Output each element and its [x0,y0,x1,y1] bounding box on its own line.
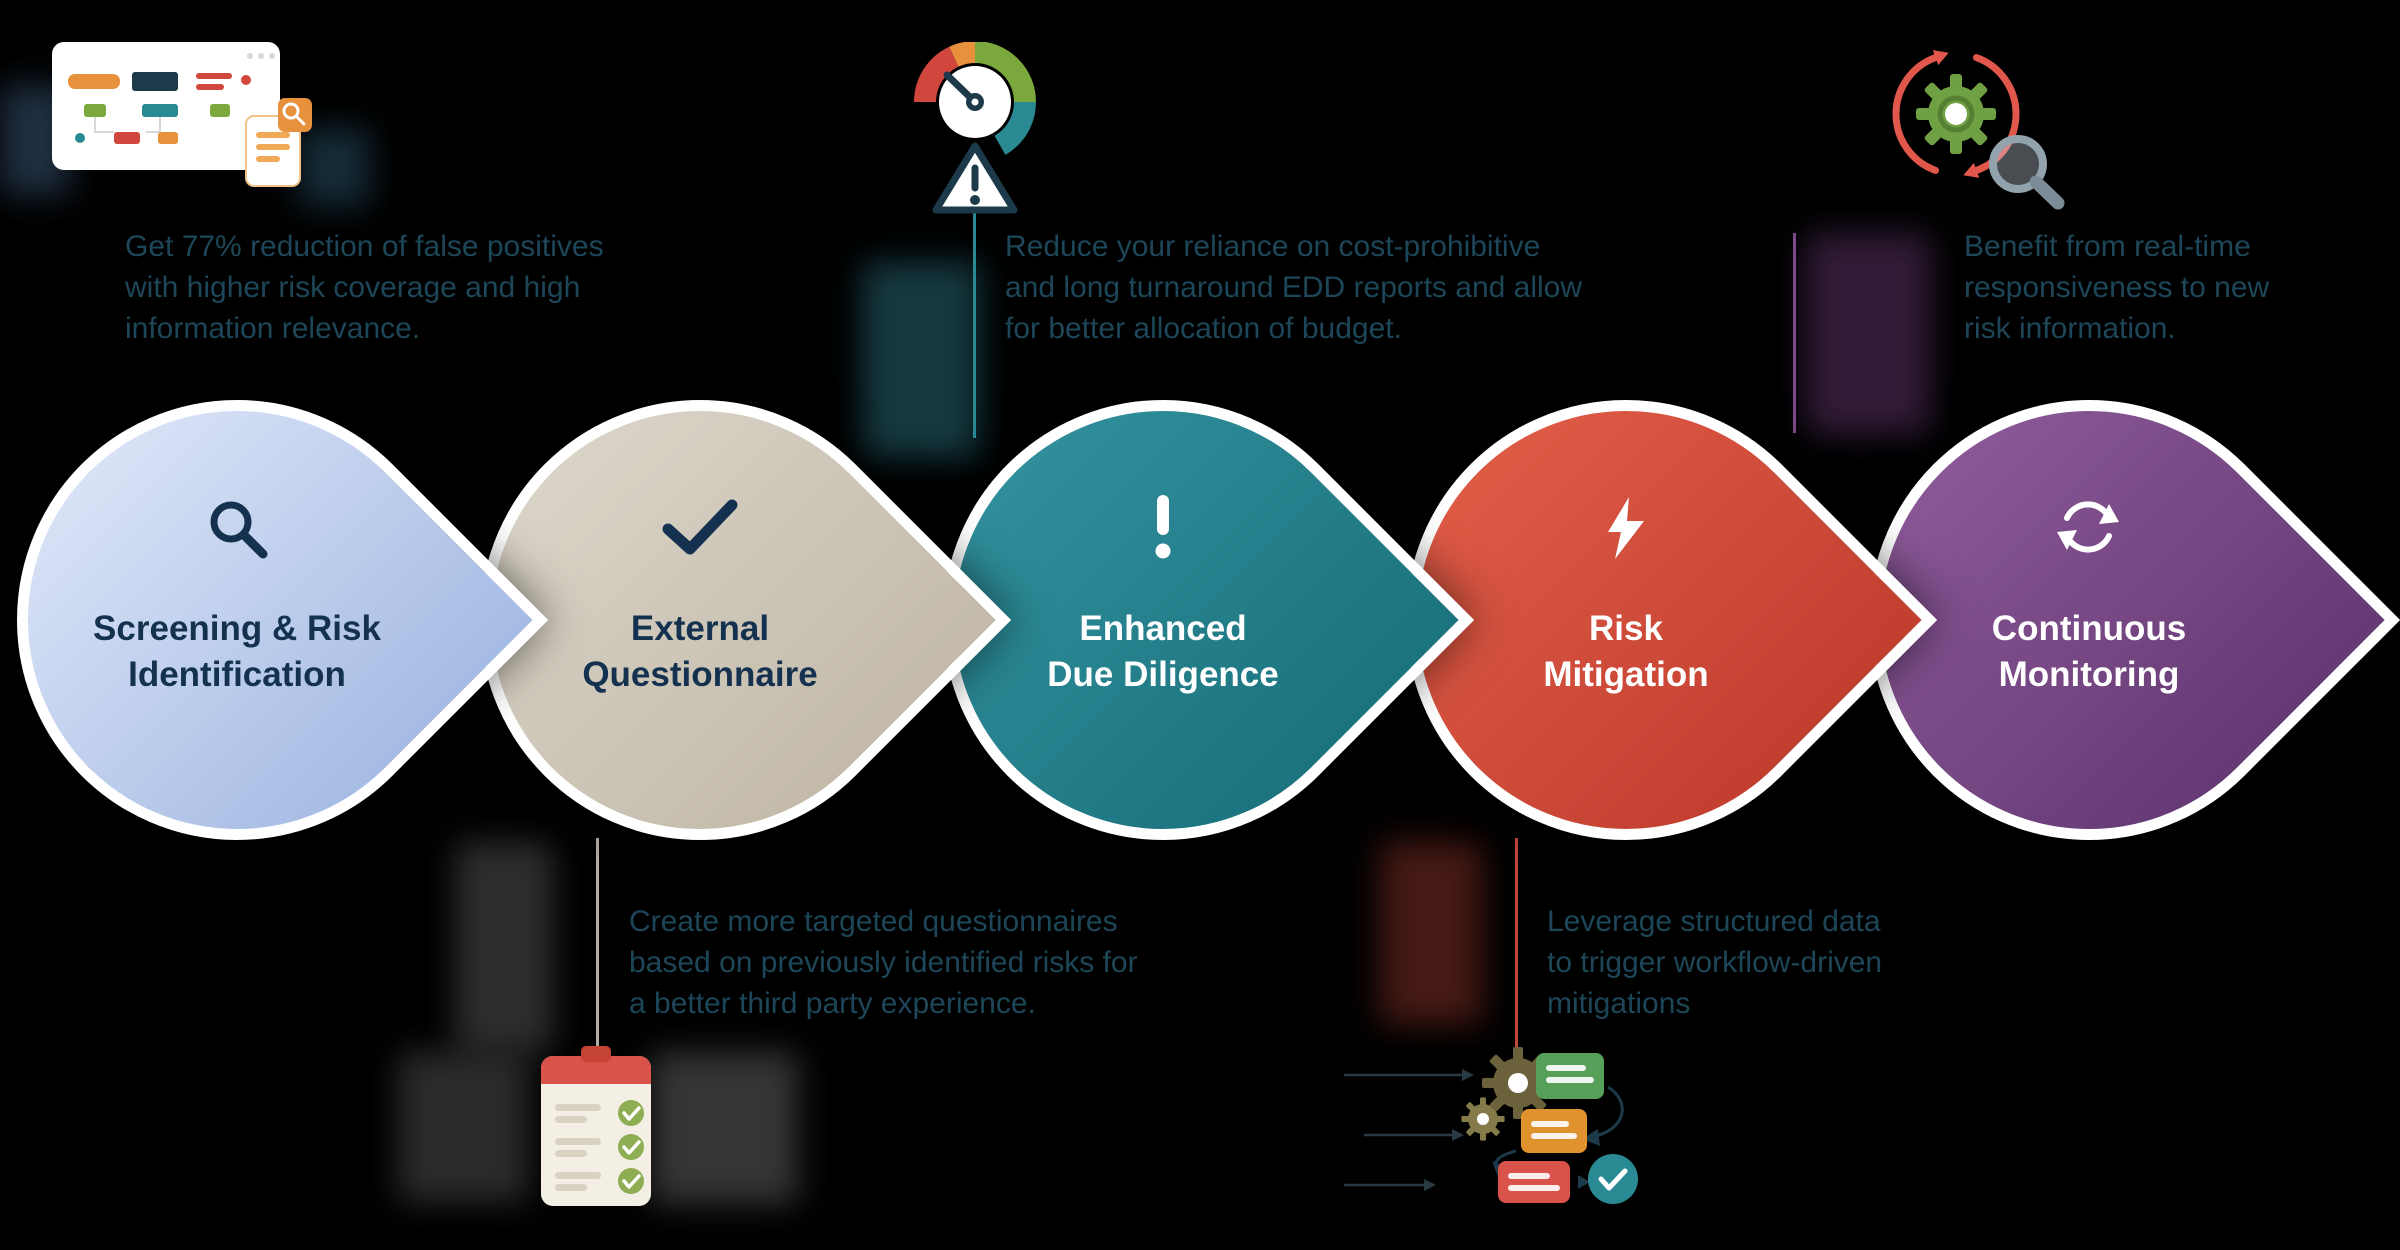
annotation-edd: Reduce your reliance on cost-prohibitive… [1005,226,1582,349]
stage-screening-risk-identification: Screening & Risk Identification [0,308,549,932]
shadow-ghost [862,262,980,458]
annotation-text-line: with higher risk coverage and high [125,271,581,304]
connector-line-edd [973,210,976,438]
annotation-text-line: Reduce your reliance on cost-prohibitive [1005,230,1541,263]
stage-title: Enhanced Due Diligence [1047,606,1278,698]
workflow-mitigation-icon [1344,1047,1638,1204]
annotation-text-line: for better allocation of budget. [1005,312,1402,345]
annotation-questionnaire: Create more targeted questionnaires base… [629,901,1138,1024]
annotation-screening: Get 77% reduction of false positives wit… [125,226,604,349]
checklist-clipboard-icon [541,1046,651,1206]
magnifier-icon [203,492,271,564]
stage-title-line: Questionnaire [582,655,818,694]
stage-title: External Questionnaire [582,606,817,698]
annotation-text-line: mitigations [1547,987,1691,1020]
annotation-text-line: Get 77% reduction of false positives [125,230,604,263]
document-search-icon [245,98,312,187]
stage-title: Risk Mitigation [1543,606,1708,698]
shadow-ghost [1806,234,1930,434]
sync-arrows-icon [2055,492,2123,564]
stage-external-questionnaire: External Questionnaire [388,308,1012,932]
annotation-text-line: information relevance. [125,312,421,345]
stage-title-line: Continuous [1991,609,2187,648]
workflow-card-green [1536,1053,1604,1099]
stage-title-line: Monitoring [1998,655,2180,694]
annotation-text-line: Leverage structured data [1547,905,1881,938]
stage-title: Screening & Risk Identification [93,606,381,698]
shadow-ghost [398,1052,528,1202]
stage-title-line: External [630,609,770,648]
connector-line-monitoring [1793,233,1796,433]
lightning-icon [1602,492,1650,564]
check-circle-icon [1588,1154,1638,1204]
annotation-monitoring: Benefit from real-time responsiveness to… [1964,226,2269,349]
gear-sync-magnifier-icon [1892,50,2065,210]
shadow-ghost [298,128,370,206]
stage-title: Continuous Monitoring [1992,606,2186,698]
stage-title-line: Due Diligence [1047,655,1279,694]
stage-title-line: Mitigation [1543,655,1709,694]
stage-continuous-monitoring: Continuous Monitoring [1777,308,2400,932]
magnifier-icon [1989,135,2065,210]
annotation-text-line: based on previously identified risks for [629,946,1138,979]
connector-line-questionnaire [596,838,599,1046]
annotation-text-line: a better third party experience. [629,987,1036,1020]
warning-triangle-icon [932,142,1018,214]
shadow-ghost [650,1052,798,1204]
stage-title-line: Enhanced [1079,609,1247,648]
stage-enhanced-due-diligence: Enhanced Due Diligence [851,308,1475,932]
stage-title-line: Identification [128,655,346,694]
shadow-ghost [455,842,553,1052]
annotation-text-line: and long turnaround EDD reports and allo… [1005,271,1583,304]
gear-icon [1916,74,1996,154]
connector-line-mitigation [1515,838,1518,1050]
annotation-text-line: risk information. [1964,312,2176,345]
stage-risk-mitigation: Risk Mitigation [1314,308,1938,932]
stage-title-line: Screening & Risk [93,609,381,648]
stage-title-line: Risk [1589,609,1663,648]
exclamation-icon [1150,492,1176,564]
annotation-mitigation: Leverage structured data to trigger work… [1547,901,1882,1024]
annotation-text-line: Benefit from real-time [1964,230,2251,263]
gear-small-icon [1461,1097,1505,1141]
workflow-card-orange [1521,1109,1587,1153]
annotation-text-line: to trigger workflow-driven [1547,946,1883,979]
checkmark-icon [660,492,740,564]
annotation-text-line: responsiveness to new [1964,271,2270,304]
shadow-ghost [1380,842,1482,1024]
annotation-text-line: Create more targeted questionnaires [629,905,1118,938]
browser-dashboard-icon [52,42,312,187]
risk-gauge-warning-icon [914,42,1036,214]
workflow-card-red [1498,1161,1570,1203]
